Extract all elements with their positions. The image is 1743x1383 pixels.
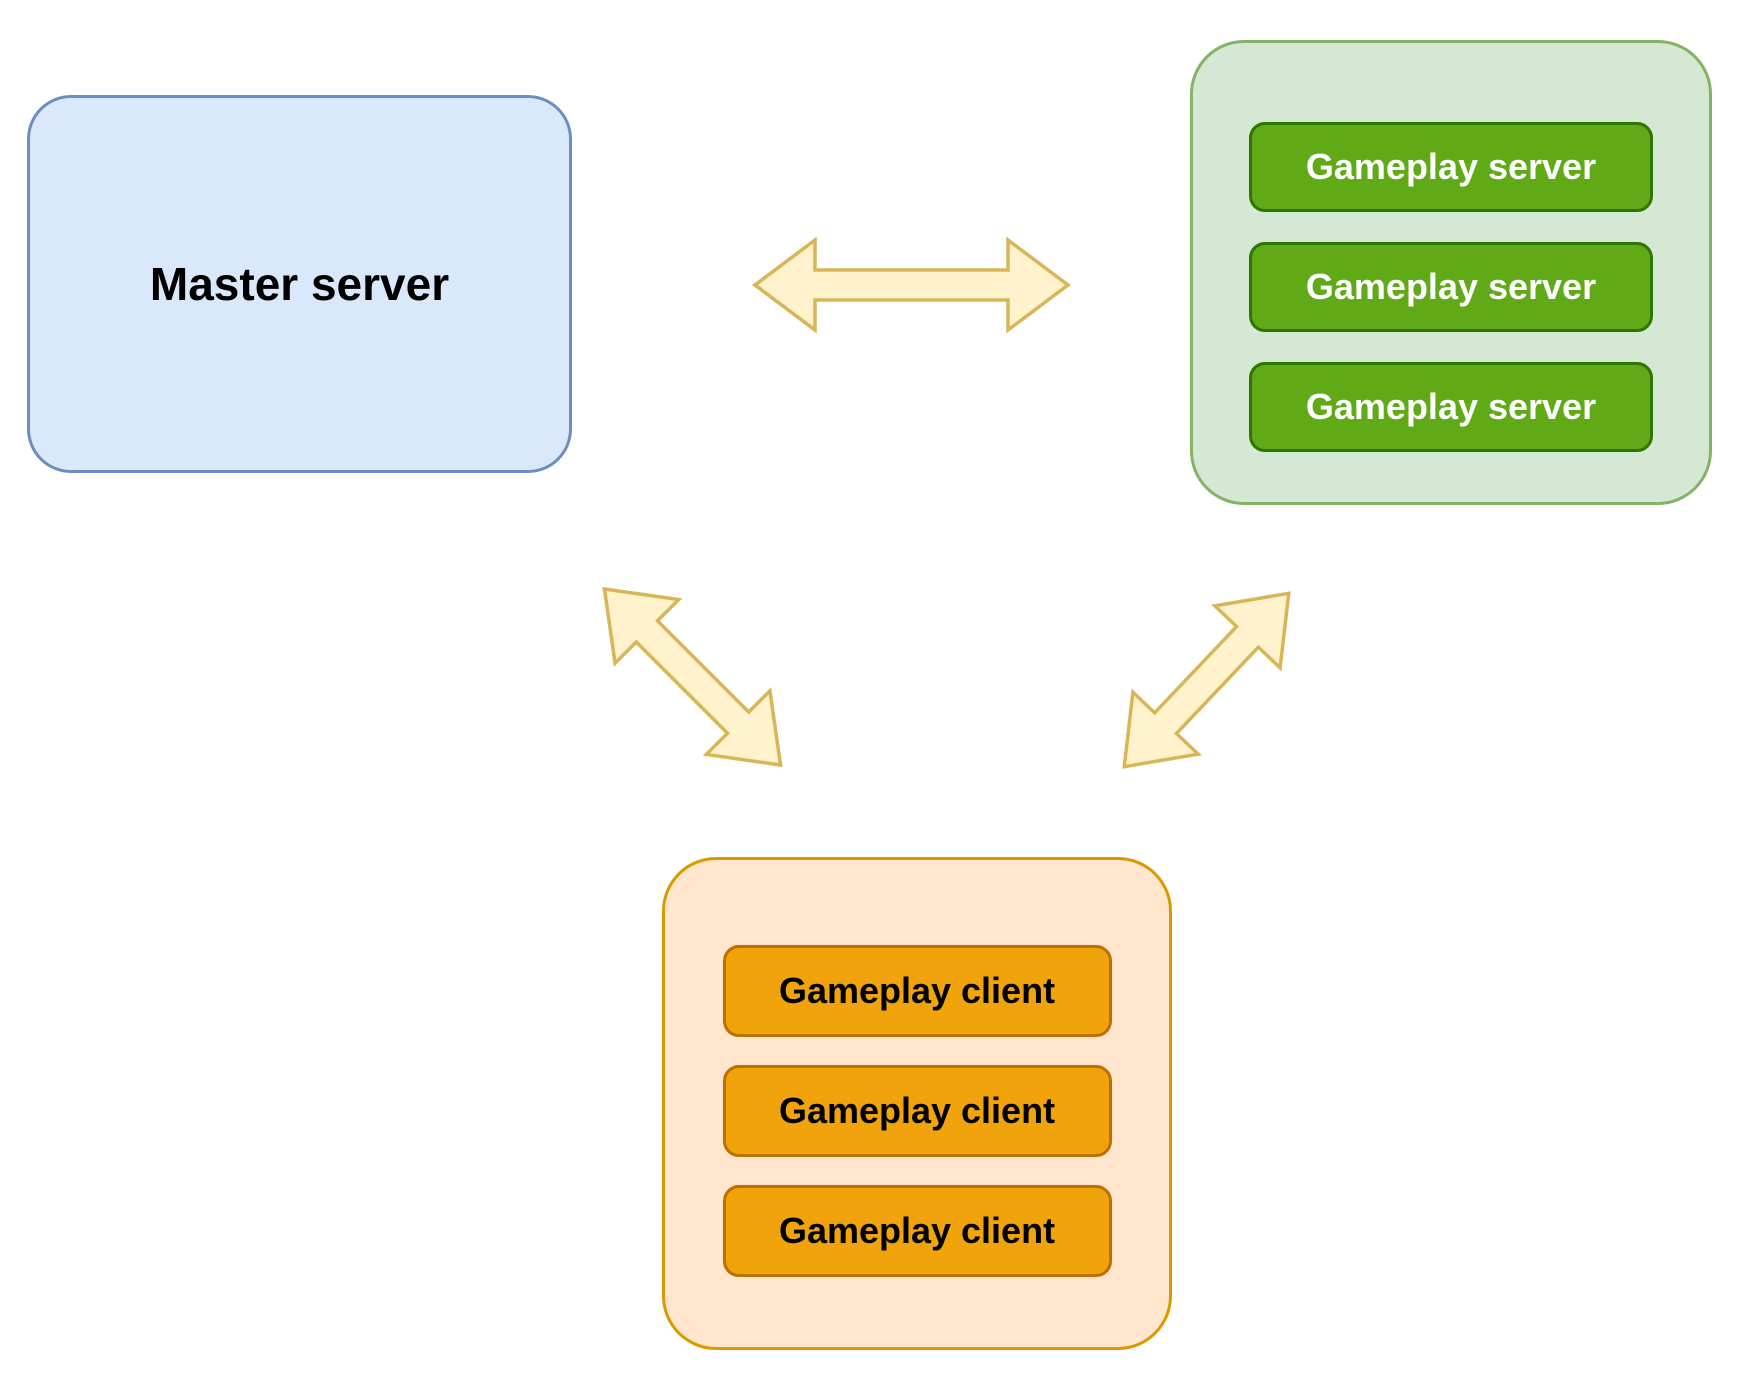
gameplay-server-label: Gameplay server — [1305, 386, 1597, 427]
gameplay-client-label: Gameplay client — [778, 970, 1056, 1011]
double-arrow-master-servers-icon — [752, 236, 1071, 334]
gameplay-client-node: Gameplay client — [722, 945, 1112, 1037]
gameplay-server-label: Gameplay server — [1305, 266, 1597, 307]
gameplay-servers-group: Gameplay server Gameplay server Gameplay… — [1190, 40, 1712, 505]
gameplay-clients-group: Gameplay client Gameplay client Gameplay… — [662, 857, 1172, 1350]
gameplay-client-label: Gameplay client — [778, 1090, 1056, 1131]
gameplay-server-node: Gameplay server — [1249, 242, 1653, 332]
master-server-label: Master server — [149, 258, 450, 310]
gameplay-client-node: Gameplay client — [722, 1185, 1112, 1277]
double-arrow-master-clients-icon — [602, 586, 783, 768]
gameplay-server-node: Gameplay server — [1249, 362, 1653, 452]
double-arrow-servers-clients-icon — [1122, 591, 1291, 769]
master-server-node: Master server — [27, 95, 572, 473]
gameplay-server-label: Gameplay server — [1305, 146, 1597, 187]
gameplay-client-label: Gameplay client — [778, 1210, 1056, 1251]
gameplay-server-node: Gameplay server — [1249, 122, 1653, 212]
gameplay-client-node: Gameplay client — [722, 1065, 1112, 1157]
